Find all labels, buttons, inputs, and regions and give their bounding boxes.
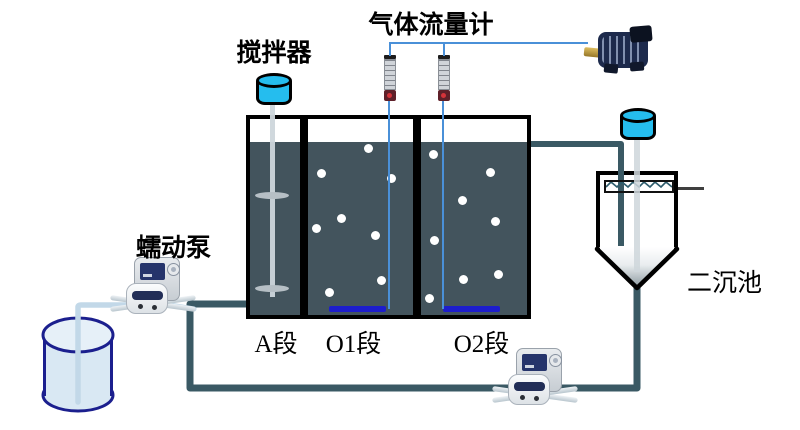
- peristaltic-pump-feed: [110, 257, 196, 317]
- pump-roller-band: [514, 382, 545, 391]
- meter-float: [441, 93, 446, 98]
- bubble: [337, 214, 346, 223]
- clarifier-cone-outline: [594, 246, 680, 291]
- label-secondary-clarifier: 二沉池: [686, 270, 762, 297]
- air-tube-o2: [442, 101, 444, 309]
- air-tube-o1: [388, 101, 390, 309]
- meter-scale: [384, 59, 396, 90]
- pump-screw: [138, 304, 143, 309]
- meter-cap: [384, 55, 396, 59]
- label-section-a: A段: [254, 331, 298, 358]
- sludge-return-pipe: [186, 282, 641, 392]
- meter-float: [387, 93, 392, 98]
- effluent-outlet-line: [678, 187, 704, 190]
- bubble: [491, 217, 500, 226]
- bubble: [371, 231, 380, 240]
- stirrer-paddle: [255, 192, 289, 199]
- pump-display: [140, 263, 165, 280]
- clarifier-stirrer-shaft: [634, 136, 640, 272]
- pump-knob: [549, 354, 562, 367]
- label-section-o2: O2段: [453, 331, 510, 358]
- pump-screw: [152, 305, 157, 310]
- bubble: [429, 150, 438, 159]
- stirrer-motor: [256, 73, 292, 106]
- air-diffuser-o2: [443, 306, 500, 312]
- air-compressor: [583, 25, 654, 76]
- stirrer-paddle: [255, 285, 289, 292]
- bubble: [459, 275, 468, 284]
- pump-screw: [534, 396, 539, 401]
- baffle-o1-o2: [413, 119, 421, 315]
- air-diffuser-o1: [329, 306, 386, 312]
- air-supply-line: [389, 42, 588, 44]
- label-gas-flow-meter: 气体流量计: [368, 12, 494, 39]
- meter-scale: [438, 59, 450, 90]
- bubble: [312, 224, 321, 233]
- motor-top: [620, 108, 656, 123]
- compressor-foot: [629, 61, 645, 72]
- pump-screw: [520, 395, 525, 400]
- bubble: [458, 196, 467, 205]
- clarifier-stirrer-motor: [620, 108, 656, 141]
- clarifier-feed-pipe: [531, 141, 624, 246]
- bubble: [317, 169, 326, 178]
- meter-valve: [384, 90, 396, 101]
- label-peristaltic-pump: 蠕动泵: [135, 235, 211, 262]
- bubble: [377, 276, 386, 285]
- peristaltic-pump-sludge-return: [492, 348, 578, 408]
- gas-flow-meter-o1: [384, 55, 396, 101]
- compressor-foot: [603, 63, 619, 74]
- bubble: [387, 174, 396, 183]
- pump-rollerhead: [126, 283, 168, 314]
- label-stirrer: 搅拌器: [236, 40, 312, 67]
- air-drop-o2: [443, 42, 445, 56]
- bubble: [430, 236, 439, 245]
- label-section-o1: O1段: [325, 331, 382, 358]
- meter-valve: [438, 90, 450, 101]
- bubble: [325, 288, 334, 297]
- motor-top: [256, 73, 292, 88]
- pump-knob: [167, 263, 180, 276]
- bubble: [425, 294, 434, 303]
- pump-display: [522, 354, 547, 371]
- pump-rollerhead: [508, 374, 550, 405]
- bubble: [364, 144, 373, 153]
- air-drop-o1: [389, 42, 391, 56]
- baffle-a-o1: [300, 119, 308, 315]
- bubble: [486, 168, 495, 177]
- compressor-cap: [629, 25, 653, 43]
- meter-cap: [438, 55, 450, 59]
- pump-roller-band: [132, 291, 163, 300]
- process-pipes: [186, 282, 641, 392]
- bubble: [494, 270, 503, 279]
- gas-flow-meter-o2: [438, 55, 450, 101]
